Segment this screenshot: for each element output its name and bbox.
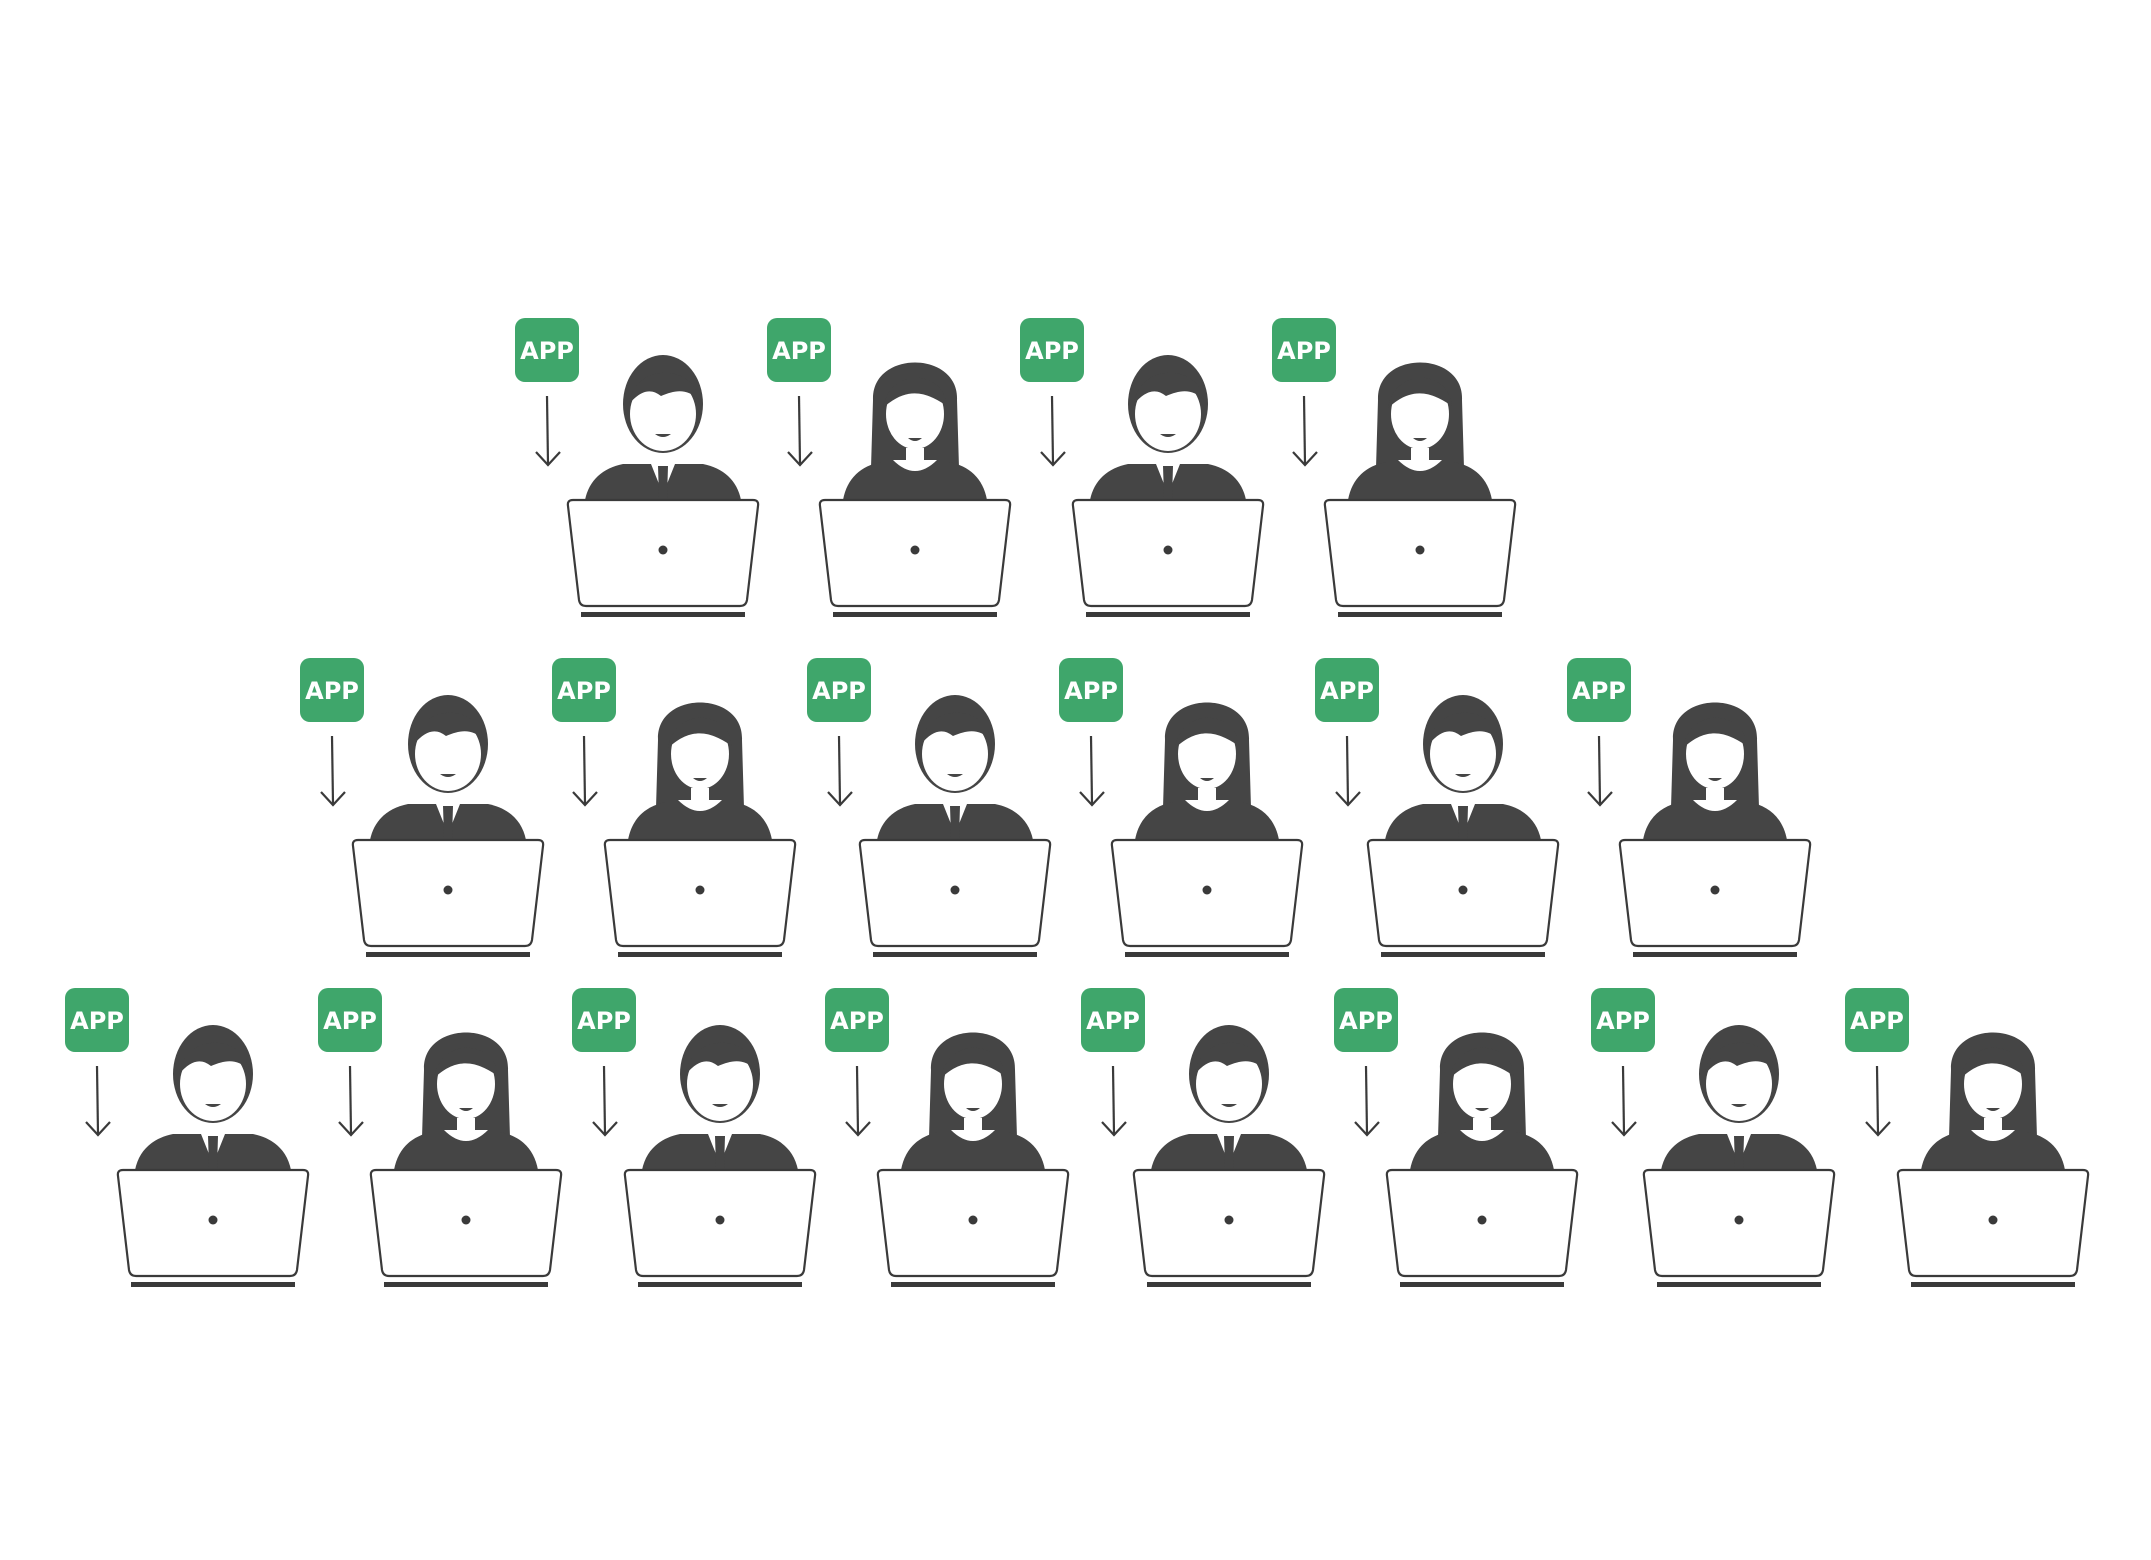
man-icon — [135, 1025, 291, 1170]
app-badge-label: APP — [70, 1007, 124, 1035]
laptop-icon — [1132, 1168, 1326, 1287]
woman-icon — [394, 1032, 538, 1170]
laptop-icon — [1366, 838, 1560, 957]
man-icon — [585, 355, 741, 500]
laptop-icon — [1110, 838, 1304, 957]
app-badge: APP — [572, 988, 636, 1137]
app-badge-label: APP — [520, 337, 574, 365]
laptop-icon — [858, 838, 1052, 957]
app-badge: APP — [300, 658, 364, 807]
laptop-icon — [566, 498, 760, 617]
app-badge-label: APP — [812, 677, 866, 705]
app-badge-label: APP — [305, 677, 359, 705]
user-man-2-2: APP — [572, 988, 817, 1287]
laptop-icon — [1385, 1168, 1579, 1287]
user-man-2-4: APP — [1081, 988, 1326, 1287]
app-badge: APP — [1315, 658, 1379, 807]
app-badge: APP — [767, 318, 831, 467]
app-badge-label: APP — [1277, 337, 1331, 365]
user-woman-1-3: APP — [1059, 658, 1304, 957]
app-badge-label: APP — [1320, 677, 1374, 705]
user-woman-2-3: APP — [825, 988, 1070, 1287]
laptop-icon — [818, 498, 1012, 617]
woman-icon — [1348, 362, 1492, 500]
user-man-1-2: APP — [807, 658, 1052, 957]
woman-icon — [628, 702, 772, 840]
app-badge-label: APP — [577, 1007, 631, 1035]
app-badge: APP — [807, 658, 871, 807]
app-badge-label: APP — [557, 677, 611, 705]
laptop-icon — [1071, 498, 1265, 617]
man-icon — [1385, 695, 1541, 840]
man-icon — [370, 695, 526, 840]
user-man-1-4: APP — [1315, 658, 1560, 957]
laptop-icon — [351, 838, 545, 957]
laptop-icon — [1323, 498, 1517, 617]
app-badge: APP — [825, 988, 889, 1137]
app-badge-label: APP — [1025, 337, 1079, 365]
man-icon — [877, 695, 1033, 840]
woman-icon — [1921, 1032, 2065, 1170]
app-badge-label: APP — [772, 337, 826, 365]
user-woman-2-5: APP — [1334, 988, 1579, 1287]
laptop-icon — [623, 1168, 817, 1287]
app-badge: APP — [1334, 988, 1398, 1137]
app-badge: APP — [318, 988, 382, 1137]
user-man-2-0: APP — [65, 988, 310, 1287]
app-badge: APP — [1567, 658, 1631, 807]
app-badge-label: APP — [1339, 1007, 1393, 1035]
app-badge: APP — [1272, 318, 1336, 467]
laptop-icon — [116, 1168, 310, 1287]
app-badge-label: APP — [1850, 1007, 1904, 1035]
laptop-icon — [1642, 1168, 1836, 1287]
users-group: APP APP APP APP APP APP APP APP APP APP APP APP APP A… — [65, 318, 2090, 1287]
app-badge: APP — [1059, 658, 1123, 807]
man-icon — [1661, 1025, 1817, 1170]
app-badge: APP — [1591, 988, 1655, 1137]
user-man-0-2: APP — [1020, 318, 1265, 617]
app-badge-label: APP — [323, 1007, 377, 1035]
user-woman-2-1: APP — [318, 988, 563, 1287]
woman-icon — [843, 362, 987, 500]
man-icon — [1151, 1025, 1307, 1170]
laptop-icon — [1896, 1168, 2090, 1287]
man-icon — [642, 1025, 798, 1170]
laptop-icon — [1618, 838, 1812, 957]
app-badge-label: APP — [1572, 677, 1626, 705]
app-badge-label: APP — [1086, 1007, 1140, 1035]
app-badge: APP — [1845, 988, 1909, 1137]
app-badge: APP — [1081, 988, 1145, 1137]
user-woman-1-1: APP — [552, 658, 797, 957]
man-icon — [1090, 355, 1246, 500]
app-badge: APP — [65, 988, 129, 1137]
app-badge-label: APP — [1596, 1007, 1650, 1035]
app-badge: APP — [552, 658, 616, 807]
user-woman-1-5: APP — [1567, 658, 1812, 957]
user-man-2-6: APP — [1591, 988, 1836, 1287]
user-man-1-0: APP — [300, 658, 545, 957]
woman-icon — [1410, 1032, 1554, 1170]
user-woman-2-7: APP — [1845, 988, 2090, 1287]
woman-icon — [1135, 702, 1279, 840]
woman-icon — [1643, 702, 1787, 840]
user-woman-0-1: APP — [767, 318, 1012, 617]
user-woman-0-3: APP — [1272, 318, 1517, 617]
woman-icon — [901, 1032, 1045, 1170]
app-badge: APP — [1020, 318, 1084, 467]
laptop-icon — [603, 838, 797, 957]
laptop-icon — [369, 1168, 563, 1287]
app-badge-label: APP — [1064, 677, 1118, 705]
laptop-icon — [876, 1168, 1070, 1287]
app-badge-label: APP — [830, 1007, 884, 1035]
app-badge: APP — [515, 318, 579, 467]
user-man-0-0: APP — [515, 318, 760, 617]
